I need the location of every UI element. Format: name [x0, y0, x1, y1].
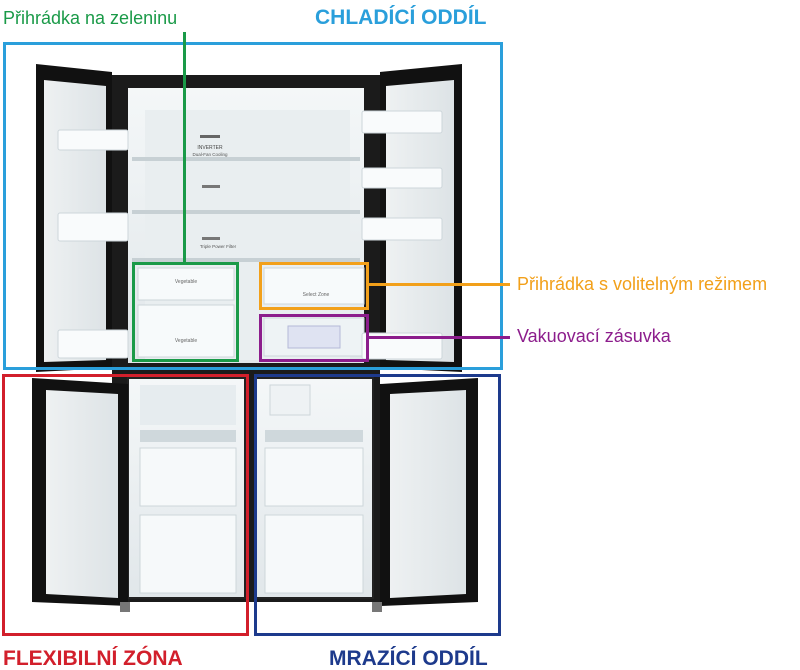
- triple-filter-label: Triple Power Filter: [200, 244, 237, 249]
- shelf: [132, 157, 360, 161]
- chilled-compartment-frame: [3, 42, 503, 370]
- vacuum-drawer-label: Vakuovací zásuvka: [517, 326, 671, 346]
- shelf: [132, 210, 360, 214]
- freezer-compartment-frame: [254, 374, 501, 636]
- svg-text:Select Zone: Select Zone: [303, 292, 330, 298]
- svg-text:Vegetable: Vegetable: [175, 279, 197, 285]
- vegetable-drawer-label: Přihrádka na zeleninu: [3, 8, 178, 28]
- flexible-zone-label: FLEXIBILNÍ ZÓNA: [3, 647, 183, 670]
- select-zone-drawer: [263, 267, 365, 305]
- flexible-zone-frame: [2, 374, 249, 636]
- chilled-compartment-label: CHLADÍCÍ ODDÍL: [315, 6, 487, 29]
- vegetable-drawer-bottom: [137, 304, 235, 358]
- selectable-mode-drawer-frame: [259, 262, 369, 310]
- selectable-mode-drawer-label: Přihrádka s volitelným režimem: [517, 274, 768, 294]
- vacuum-leader-line: [369, 336, 510, 339]
- shelf: [132, 258, 360, 262]
- vegetable-drawer-frame: [132, 262, 239, 362]
- dual-fan-label: Dual-Fan Cooling: [192, 152, 228, 157]
- vegetable-drawer-top: [137, 267, 235, 301]
- svg-text:Vegetable: Vegetable: [175, 338, 197, 344]
- vegetable-leader-line: [183, 32, 186, 263]
- freezer-compartment-label: MRAZÍCÍ ODDÍL: [329, 647, 488, 670]
- vacuum-drawer-frame: [259, 314, 369, 362]
- selectable-leader-line: [369, 283, 510, 286]
- inverter-label: INVERTER: [197, 145, 223, 151]
